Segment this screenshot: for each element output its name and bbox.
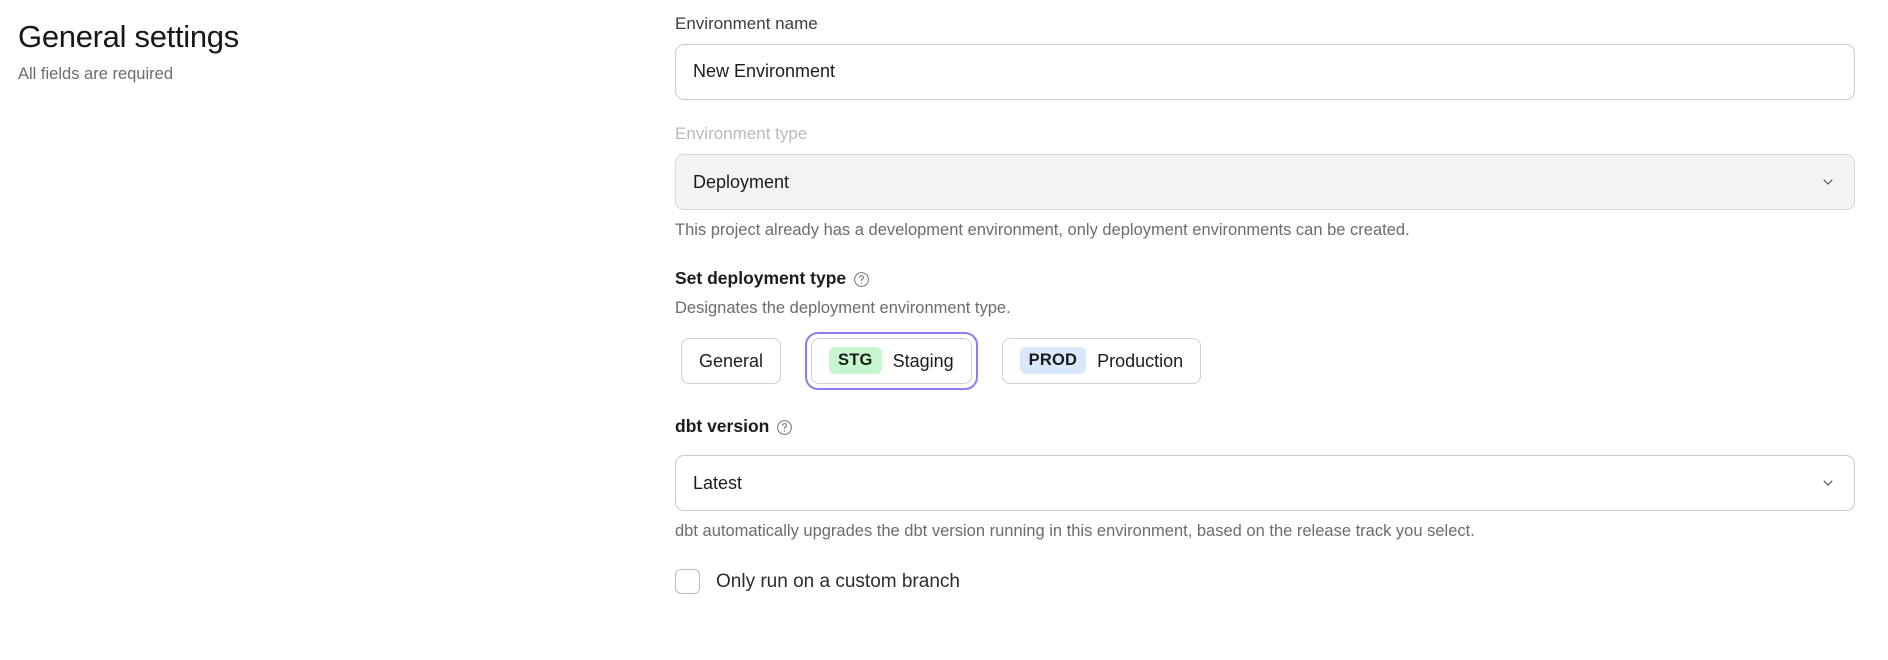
dbt-version-label: dbt version (675, 415, 770, 436)
custom-branch-label: Only run on a custom branch (716, 570, 960, 592)
custom-branch-checkbox[interactable] (675, 568, 700, 594)
deployment-type-heading-label: Set deployment type (675, 267, 847, 288)
deployment-type-option-staging[interactable]: STG Staging (811, 337, 972, 384)
environment-type-value: Deployment (693, 171, 790, 192)
environment-name-label: Environment name (675, 14, 818, 33)
chevron-down-icon (1823, 179, 1833, 185)
environment-name-field-group: Environment name New Environment (675, 12, 1855, 100)
staging-badge: STG (829, 347, 882, 375)
chevron-down-icon (1823, 480, 1833, 486)
settings-form: Environment name New Environment Environ… (675, 12, 1855, 594)
environment-type-select[interactable]: Deployment (675, 153, 1855, 210)
dbt-version-value: Latest (693, 472, 743, 493)
page-title: General settings (18, 19, 239, 54)
dbt-version-select[interactable]: Latest (675, 454, 1855, 511)
deployment-type-option-general[interactable]: General (681, 337, 782, 384)
deployment-type-option-staging-wrap: STG Staging (805, 331, 978, 390)
production-badge: PROD (1019, 347, 1087, 375)
dbt-version-helper-text: dbt automatically upgrades the dbt versi… (675, 521, 1475, 540)
environment-type-field-group: Environment type Deployment This project… (675, 122, 1855, 242)
environment-type-helper-text: This project already has a development e… (675, 220, 1410, 239)
dbt-version-field-group: dbt version Latest dbt automatically upg… (675, 416, 1855, 543)
environment-name-input[interactable]: New Environment (675, 43, 1855, 100)
deployment-type-options: General STG Staging PROD Production (675, 331, 1855, 390)
page-subtitle: All fields are required (18, 64, 173, 83)
deployment-type-option-production-wrap: PROD Production (996, 332, 1208, 390)
deployment-type-heading: Set deployment type (675, 268, 1855, 289)
deployment-type-option-production-label: Production (1097, 350, 1184, 371)
environment-type-label: Environment type (675, 123, 808, 143)
deployment-type-option-production[interactable]: PROD Production (1001, 337, 1202, 384)
deployment-type-option-general-wrap: General (675, 332, 787, 390)
environment-name-value: New Environment (693, 61, 836, 82)
help-circle-icon[interactable] (853, 271, 870, 288)
deployment-type-option-staging-label: Staging (892, 350, 954, 371)
deployment-type-field-group: Set deployment type Designates the deplo… (675, 268, 1855, 390)
dbt-version-heading: dbt version (675, 416, 1855, 437)
help-circle-icon[interactable] (776, 419, 793, 436)
deployment-type-description: Designates the deployment environment ty… (675, 298, 1011, 317)
page-header: General settings All fields are required (18, 18, 618, 85)
custom-branch-row[interactable]: Only run on a custom branch (675, 568, 1855, 594)
deployment-type-option-general-label: General (699, 350, 764, 371)
